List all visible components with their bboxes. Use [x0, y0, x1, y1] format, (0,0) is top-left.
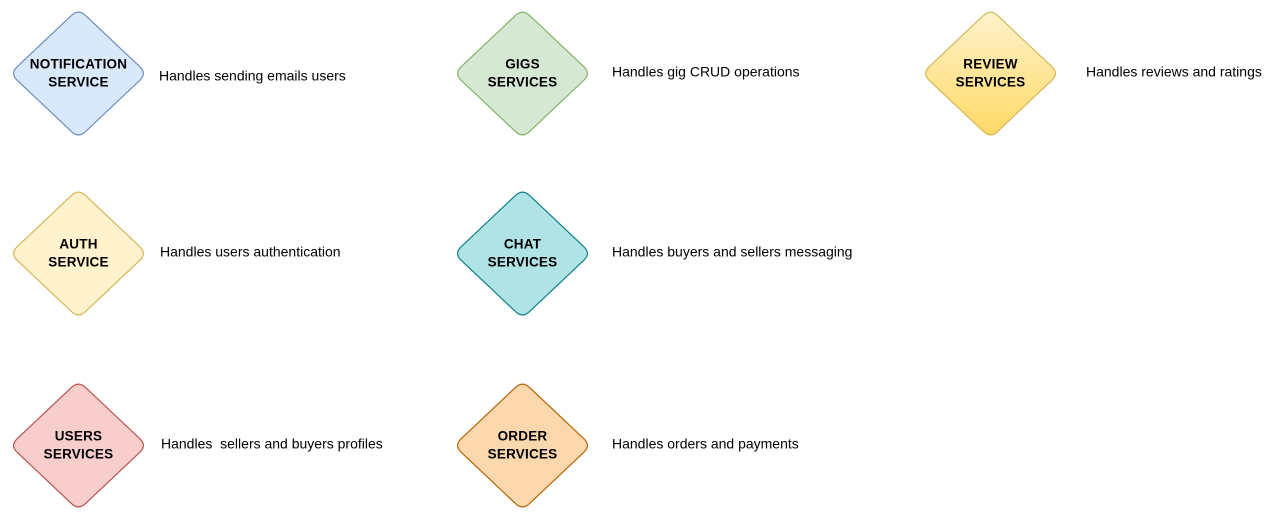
auth-service-node[interactable]: AUTH SERVICE [13, 191, 144, 316]
users-services-label-line2: SERVICES [44, 447, 114, 462]
notification-service-diamond [13, 11, 144, 136]
review-services-diamond [925, 11, 1056, 136]
gigs-services-label-line2: SERVICES [488, 75, 558, 90]
chat-services-label-line1: CHAT [504, 237, 542, 252]
order-services-diamond [457, 383, 588, 508]
gigs-services-diamond [457, 11, 588, 136]
notification-service-label-line2: SERVICE [48, 75, 108, 90]
users-services-description: Handles sellers and buyers profiles [161, 436, 383, 452]
notification-service-label-line1: NOTIFICATION [30, 57, 127, 72]
auth-service-description: Handles users authentication [160, 244, 341, 260]
order-services-node[interactable]: ORDER SERVICES [457, 383, 588, 508]
auth-service-diamond [13, 191, 144, 316]
review-services-label-line2: SERVICES [956, 75, 1026, 90]
notification-service-node[interactable]: NOTIFICATION SERVICE [13, 11, 144, 136]
chat-services-label-line2: SERVICES [488, 255, 558, 270]
review-services-description: Handles reviews and ratings [1086, 64, 1262, 80]
users-services-node[interactable]: USERS SERVICES [13, 383, 144, 508]
chat-services-description: Handles buyers and sellers messaging [612, 244, 852, 260]
users-services-label-line1: USERS [55, 429, 103, 444]
gigs-services-node[interactable]: GIGS SERVICES [457, 11, 588, 136]
review-services-label-line1: REVIEW [963, 57, 1018, 72]
review-services-node[interactable]: REVIEW SERVICES [925, 11, 1056, 136]
chat-services-diamond [457, 191, 588, 316]
order-services-label-line1: ORDER [498, 429, 548, 444]
notification-service-description: Handles sending emails users [159, 68, 346, 84]
auth-service-label-line1: AUTH [59, 237, 97, 252]
gigs-services-label-line1: GIGS [505, 57, 540, 72]
chat-services-node[interactable]: CHAT SERVICES [457, 191, 588, 316]
users-services-diamond [13, 383, 144, 508]
order-services-label-line2: SERVICES [488, 447, 558, 462]
auth-service-label-line2: SERVICE [48, 255, 108, 270]
gigs-services-description: Handles gig CRUD operations [612, 64, 800, 80]
order-services-description: Handles orders and payments [612, 436, 799, 452]
